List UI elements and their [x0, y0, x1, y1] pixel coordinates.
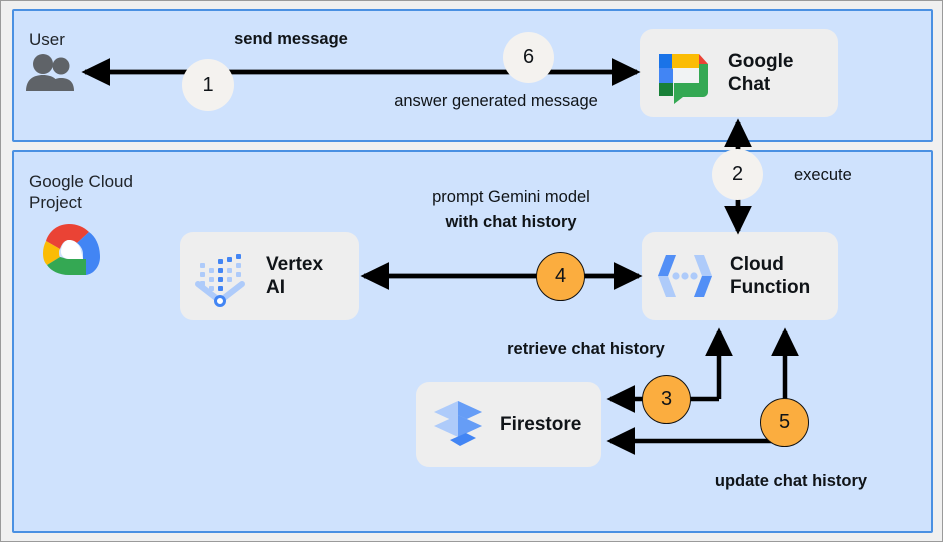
node-google-chat[interactable]: Google Chat [640, 29, 838, 117]
step-badge-4[interactable]: 4 [536, 252, 585, 301]
node-vertex-ai[interactable]: Vertex AI [180, 232, 359, 320]
step-badge-3[interactable]: 3 [642, 375, 691, 424]
google-cloud-icon [34, 218, 104, 280]
google-chat-icon [652, 42, 714, 104]
step-badge-6[interactable]: 6 [503, 32, 554, 83]
step-badge-5[interactable]: 5 [760, 398, 809, 447]
edge-label-prompt-gemini-model: prompt Gemini model [432, 188, 590, 206]
edge-label-with-chat-history: with chat history [445, 213, 577, 231]
edge-label-execute: execute [794, 166, 852, 184]
vertex-ai-icon [192, 245, 252, 307]
user-icon [23, 53, 77, 93]
node-cloud-function-label: Cloud Function [730, 254, 811, 298]
step-badge-2[interactable]: 2 [712, 149, 763, 200]
edge-label-update-chat-history: update chat history [714, 472, 868, 490]
node-cloud-function[interactable]: Cloud Function [642, 232, 838, 320]
node-firestore-label: Firestore [500, 414, 582, 435]
firestore-icon [430, 396, 486, 454]
node-vertex-ai-label: Vertex AI [266, 254, 324, 298]
edge-label-answer-generated-message: answer generated message [394, 92, 598, 110]
edge-label-retrieve-chat-history: retrieve chat history [507, 340, 665, 358]
node-google-chat-label: Google Chat [728, 51, 794, 95]
panel-user-title: User [29, 30, 65, 49]
cloud-function-icon [654, 245, 716, 307]
step-badge-1[interactable]: 1 [182, 59, 234, 111]
panel-gcp-title: Google Cloud Project [29, 172, 133, 212]
node-firestore[interactable]: Firestore [416, 382, 601, 467]
edge-label-send-message: send message [234, 30, 348, 48]
